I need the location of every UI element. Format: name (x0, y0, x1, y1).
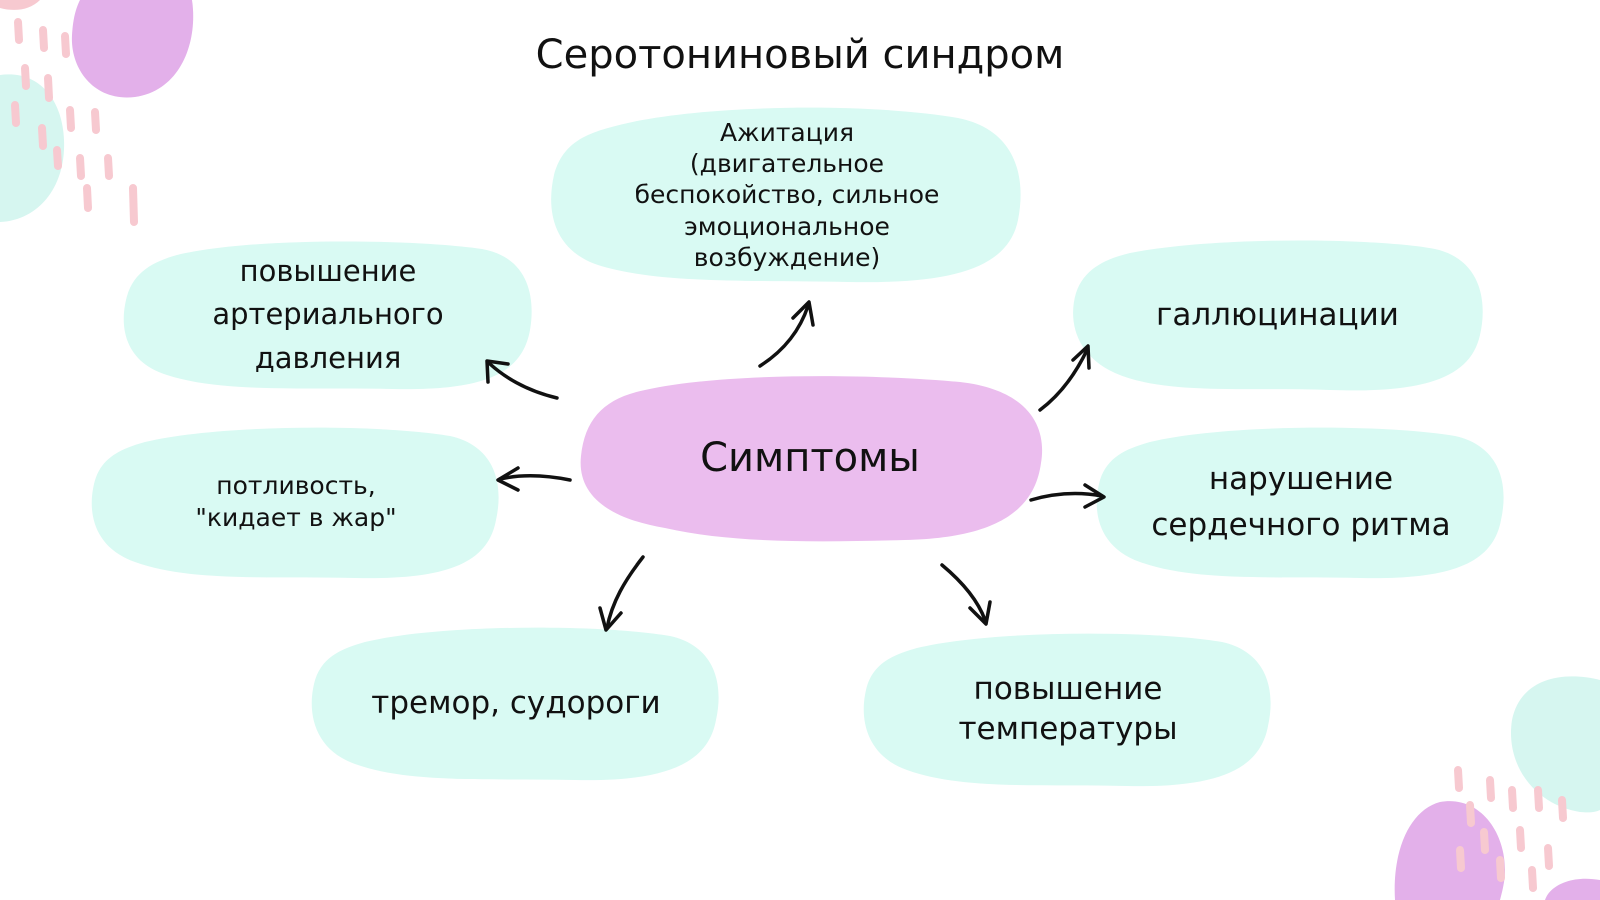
node-blob-shape (311, 627, 719, 781)
center-node-symptoms: Симптомы (575, 368, 1045, 548)
node-blob-shape (551, 107, 1021, 283)
node-blob-shape (863, 633, 1271, 787)
node-label: нарушение сердечного ритма (1151, 460, 1451, 544)
node-label: повышение артериального давления (212, 253, 444, 375)
node-sweating: потливость, "кидает в жар" (90, 422, 502, 582)
center-label: Симптомы (700, 435, 920, 481)
node-blood-pressure: повышение артериального давления (122, 235, 534, 395)
node-label: повышение температуры (958, 670, 1178, 747)
node-agitation: Ажитация (двигательное беспокойство, сил… (548, 100, 1026, 290)
node-label: Ажитация (двигательное беспокойство, сил… (634, 117, 940, 272)
node-blob-shape (1073, 240, 1483, 391)
center-blob-shape (580, 376, 1043, 542)
deco-mint-blob-bottom-right (1510, 676, 1600, 813)
node-label: галлюцинации (1156, 296, 1399, 333)
deco-purple-blob-bottom-edge (1545, 878, 1600, 900)
node-blob-shape (91, 427, 499, 579)
node-hallucinations: галлюцинации (1070, 235, 1485, 395)
deco-purple-blob-top-left (71, 0, 194, 98)
node-blob-shape (1096, 427, 1504, 579)
node-label: потливость, "кидает в жар" (195, 470, 397, 533)
node-label: тремор, судороги (371, 684, 661, 721)
node-heart-rhythm: нарушение сердечного ритма (1095, 422, 1507, 582)
deco-pink-dashes-top-left (11, 18, 138, 226)
page-title: Серотониновый синдром (535, 32, 1065, 78)
deco-pink-dashes-bottom-right (1454, 766, 1567, 892)
node-temperature: повышение температуры (862, 628, 1274, 790)
deco-purple-blob-bottom-right (1394, 801, 1505, 900)
node-blob-shape (123, 241, 532, 390)
deco-pink-blob-corner (0, 0, 40, 10)
node-tremor: тремор, судороги (310, 622, 722, 784)
